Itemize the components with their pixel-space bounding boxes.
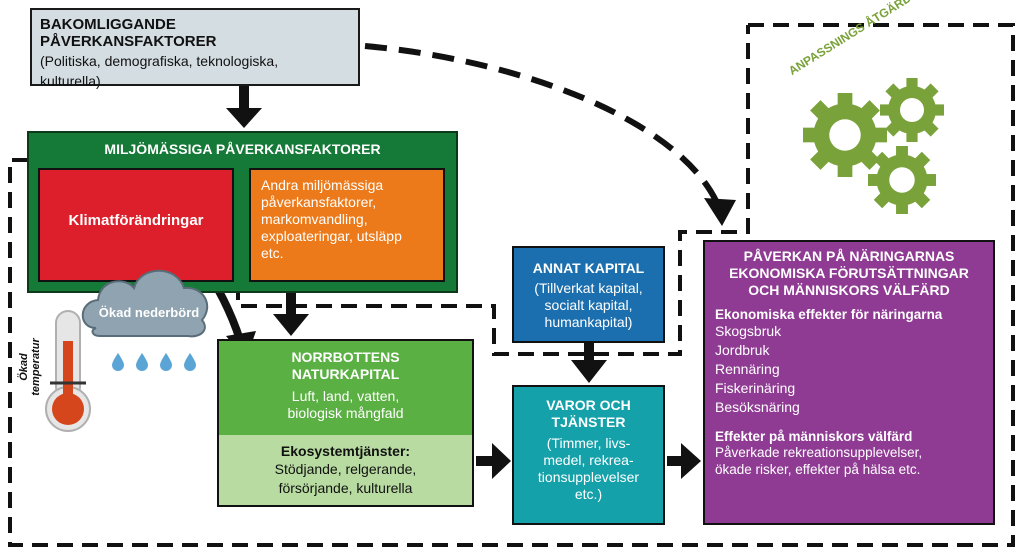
other-factors-line: exploateringar, utsläpp [261, 228, 402, 244]
goods-services-box: VAROR OCH TJÄNSTER (Timmer, livs- medel,… [512, 385, 665, 525]
economic-effects-item: Besöksnäring [715, 399, 800, 415]
ecosystem-services-line-1: Stödjande, relgerande, [274, 461, 417, 477]
cloud-label: Ökad nederbörd [98, 305, 200, 320]
environmental-factors-title: MILJÖMÄSSIGA PÅVERKANSFAKTORER [104, 141, 381, 157]
impact-box: PÅVERKAN PÅ NÄRINGARNAS EKONOMISKA FÖRUT… [703, 240, 995, 525]
welfare-effects-line: ökade risker, effekter på hälsa etc. [715, 462, 921, 477]
dashed-influence-arrow [364, 43, 721, 207]
arrow-top-env-shaft [239, 86, 249, 110]
economic-effects-item: Fiskerinäring [715, 380, 796, 396]
goods-services-line: etc.) [574, 486, 603, 502]
ecosystem-services-title: Ekosystemtjänster: [280, 443, 411, 459]
other-capital-line: (Tillverkat kapital, [534, 280, 643, 296]
goods-services-title-1: VAROR OCH [546, 397, 631, 413]
climate-change-box: Klimatförändringar [38, 168, 234, 282]
ecosystem-services-line-2: försörjande, kulturella [278, 480, 413, 496]
natural-capital-title: NORRBOTTENS NATURKAPITAL [219, 349, 472, 383]
arrow-natur-varor-head [492, 443, 511, 479]
other-capital-title: ANNAT KAPITAL [532, 260, 645, 276]
impact-title-line: EKONOMISKA FÖRUTSÄTTNINGAR [729, 265, 969, 281]
arrow-env-natur-shaft [286, 293, 296, 315]
other-factors-line: etc. [261, 245, 284, 261]
goods-services-line: (Timmer, livs- [546, 435, 631, 451]
gears-icon [803, 78, 944, 214]
thermometer-icon [45, 310, 91, 432]
impact-title-line: OCH MÄNNISKORS VÄLFÄRD [748, 282, 950, 298]
natural-capital-title-2: NATURKAPITAL [291, 366, 400, 382]
natural-capital-title-1: NORRBOTTENS [291, 349, 400, 365]
goods-services-line: tionsupplevelser [537, 469, 640, 485]
climate-change-label: Klimatförändringar [68, 212, 204, 229]
arrow-varor-pav-head [681, 443, 701, 479]
background-factors-title: BAKOMLIGGANDE PÅVERKANSFAKTORER [40, 16, 217, 50]
economic-effects-item: Skogsbruk [715, 323, 782, 339]
economic-effects-heading: Ekonomiska effekter för näringarna [715, 307, 943, 322]
impact-title-line: PÅVERKAN PÅ NÄRINGARNAS [743, 248, 955, 264]
welfare-effects-heading: Effekter på människors välfärd [715, 429, 913, 444]
other-capital-line: humankapital) [544, 314, 633, 330]
arrow-natur-varor-shaft [476, 456, 494, 466]
other-environmental-factors-box: Andra miljömässiga påverkansfaktorer, ma… [249, 168, 445, 282]
arrow-annat-varor-head [571, 360, 607, 383]
other-factors-line: påverkansfaktorer, [261, 194, 377, 210]
rain-cloud-icon [81, 269, 209, 371]
background-factors-subtitle-2: kulturella) [40, 73, 101, 89]
economic-effects-item: Rennäring [715, 361, 780, 377]
arrow-annat-varor-shaft [584, 343, 594, 361]
impact-title: PÅVERKAN PÅ NÄRINGARNAS EKONOMISKA FÖRUT… [715, 248, 983, 299]
ecosystem-services-panel: Ekosystemtjänster: Stödjande, relgerande… [219, 435, 472, 505]
other-capital-lines: (Tillverkat kapital, socialt kapital, hu… [514, 280, 663, 331]
other-factors-line: markomvandling, [261, 211, 368, 227]
arrow-env-natur-head [273, 314, 309, 336]
goods-services-title: VAROR OCH TJÄNSTER [514, 397, 663, 431]
background-factors-subtitle-1: (Politiska, demografiska, teknologiska, [40, 53, 279, 69]
goods-services-line: medel, rekrea- [543, 452, 634, 468]
arrow-top-env-head [226, 108, 262, 128]
other-capital-box: ANNAT KAPITAL (Tillverkat kapital, socia… [512, 246, 665, 343]
goods-services-title-2: TJÄNSTER [551, 414, 626, 430]
natural-capital-sub: Luft, land, vatten, biologisk mångfald [219, 388, 472, 422]
economic-effects-item: Jordbruk [715, 342, 770, 358]
thermometer-label: Ökad temperatur [18, 338, 42, 396]
other-factors-line: Andra miljömässiga [261, 177, 384, 193]
natural-capital-box: NORRBOTTENS NATURKAPITAL Luft, land, vat… [217, 339, 474, 507]
natural-capital-sub-1: Luft, land, vatten, [291, 388, 400, 404]
background-factors-box: BAKOMLIGGANDE PÅVERKANSFAKTORER (Politis… [30, 8, 360, 89]
other-capital-line: socialt kapital, [544, 297, 633, 313]
welfare-effects-line: Påverkade rekreationsupplevelser, [715, 445, 923, 460]
dashed-arrow-head [704, 198, 736, 226]
natural-capital-sub-2: biologisk mångfald [287, 405, 404, 421]
dashed-system-boundary [8, 23, 1015, 547]
arrow-varor-pav-shaft [667, 456, 683, 466]
goods-services-lines: (Timmer, livs- medel, rekrea- tionsupple… [514, 435, 663, 503]
